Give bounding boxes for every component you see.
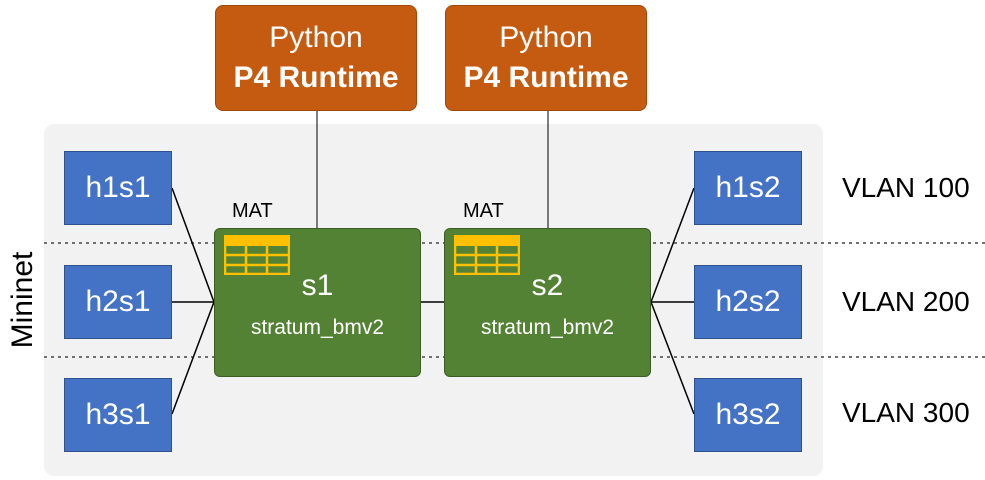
- controller-lang: Python: [269, 21, 363, 54]
- controller-lang: Python: [499, 21, 593, 54]
- switch-s1: s1 stratum_bmv2: [214, 228, 421, 377]
- vlan-label-200: VLAN 200: [842, 286, 970, 317]
- switch-impl: stratum_bmv2: [480, 316, 615, 339]
- switch-s2: s2 stratum_bmv2: [444, 228, 651, 377]
- host-link: [171, 187, 215, 303]
- table-icon: [224, 235, 290, 275]
- controller-1: Python P4 Runtime: [215, 5, 417, 111]
- host-link: [650, 187, 695, 303]
- host-link: [650, 301, 695, 415]
- controller-api: P4 Runtime: [233, 61, 399, 94]
- host-h1s1: h1s1: [64, 151, 172, 225]
- mat-label: MAT: [463, 200, 504, 222]
- vlan-label-300: VLAN 300: [842, 397, 970, 428]
- vlan-label-100: VLAN 100: [842, 172, 970, 203]
- switch-name: s1: [301, 269, 334, 302]
- table-icon: [454, 235, 520, 275]
- switch-impl: stratum_bmv2: [250, 316, 385, 339]
- switch-name: s2: [531, 269, 564, 302]
- host-h2s2: h2s2: [694, 265, 802, 339]
- host-h3s2: h3s2: [694, 378, 802, 452]
- host-h1s2: h1s2: [694, 151, 802, 225]
- host-h2s1: h2s1: [64, 265, 172, 339]
- controller-api: P4 Runtime: [463, 61, 629, 94]
- host-link: [171, 301, 215, 415]
- mat-label: MAT: [232, 200, 273, 222]
- mininet-area: [44, 124, 823, 476]
- controller-2: Python P4 Runtime: [445, 5, 647, 111]
- host-h3s1: h3s1: [64, 378, 172, 452]
